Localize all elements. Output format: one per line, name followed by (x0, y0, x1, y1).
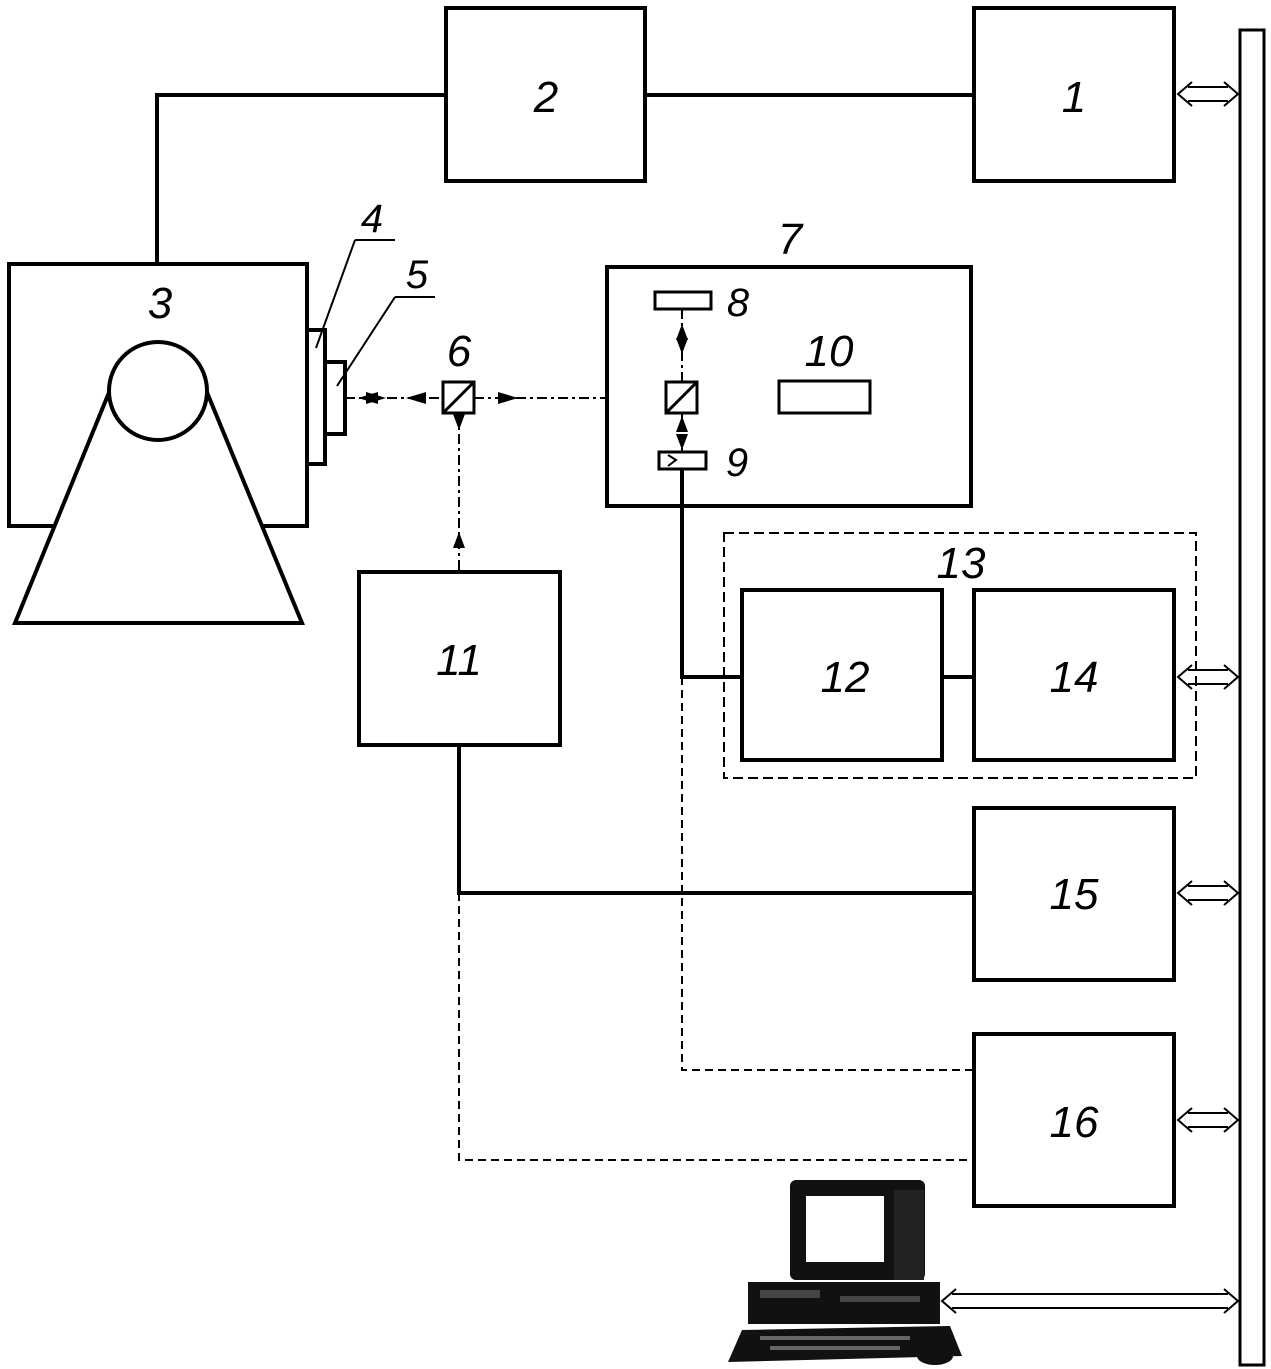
system-bus (1238, 28, 1266, 1367)
block-7-interferometer: 7 8 9 10 (605, 215, 973, 508)
block-12: 12 (740, 588, 944, 762)
block-3-label: 3 (148, 279, 173, 328)
computer-icon (728, 1180, 962, 1365)
block-3-machine: 3 (7, 262, 309, 625)
block-2: 2 (444, 6, 647, 183)
bus-link-1 (1176, 81, 1240, 107)
block-1: 1 (972, 6, 1176, 183)
block-14-label: 14 (1050, 653, 1099, 702)
detector-9 (657, 450, 708, 471)
dashed-link-9-16 (681, 677, 974, 1071)
element-4-label: 4 (361, 197, 383, 241)
block-12-label: 12 (821, 653, 870, 702)
beam-splitter-6: 6 (441, 327, 476, 415)
mirror-8-label: 8 (727, 281, 750, 325)
wire-11-15 (457, 745, 974, 895)
laser-10-label: 10 (805, 327, 854, 376)
element-5-label: 5 (406, 253, 429, 297)
block-11: 11 (357, 570, 562, 747)
block-13-group: 13 (723, 532, 1197, 779)
laser-10 (777, 379, 872, 415)
block-15: 15 (972, 806, 1176, 982)
bus-link-16 (1176, 1107, 1240, 1133)
bus-link-computer (940, 1288, 1240, 1314)
detector-9-label: 9 (726, 441, 748, 485)
element-5: 5 (323, 253, 435, 436)
bus-link-15 (1176, 880, 1240, 906)
dashed-link-11-16 (458, 893, 974, 1161)
block-1-label: 1 (1062, 73, 1086, 122)
bus-link-14 (1176, 664, 1240, 690)
wire-3-2 (155, 93, 446, 262)
block-11-label: 11 (436, 636, 482, 685)
beam-splitter-6-label: 6 (447, 327, 472, 376)
block-15-label: 15 (1050, 870, 1099, 919)
block-14: 14 (972, 588, 1176, 762)
block-16-label: 16 (1050, 1098, 1099, 1147)
block-13-label: 13 (937, 539, 986, 588)
block-7-label: 7 (778, 215, 804, 264)
mirror-8 (653, 290, 713, 311)
element-4: 4 (305, 197, 395, 466)
block-2-label: 2 (533, 73, 558, 122)
block-16: 16 (972, 1032, 1176, 1208)
